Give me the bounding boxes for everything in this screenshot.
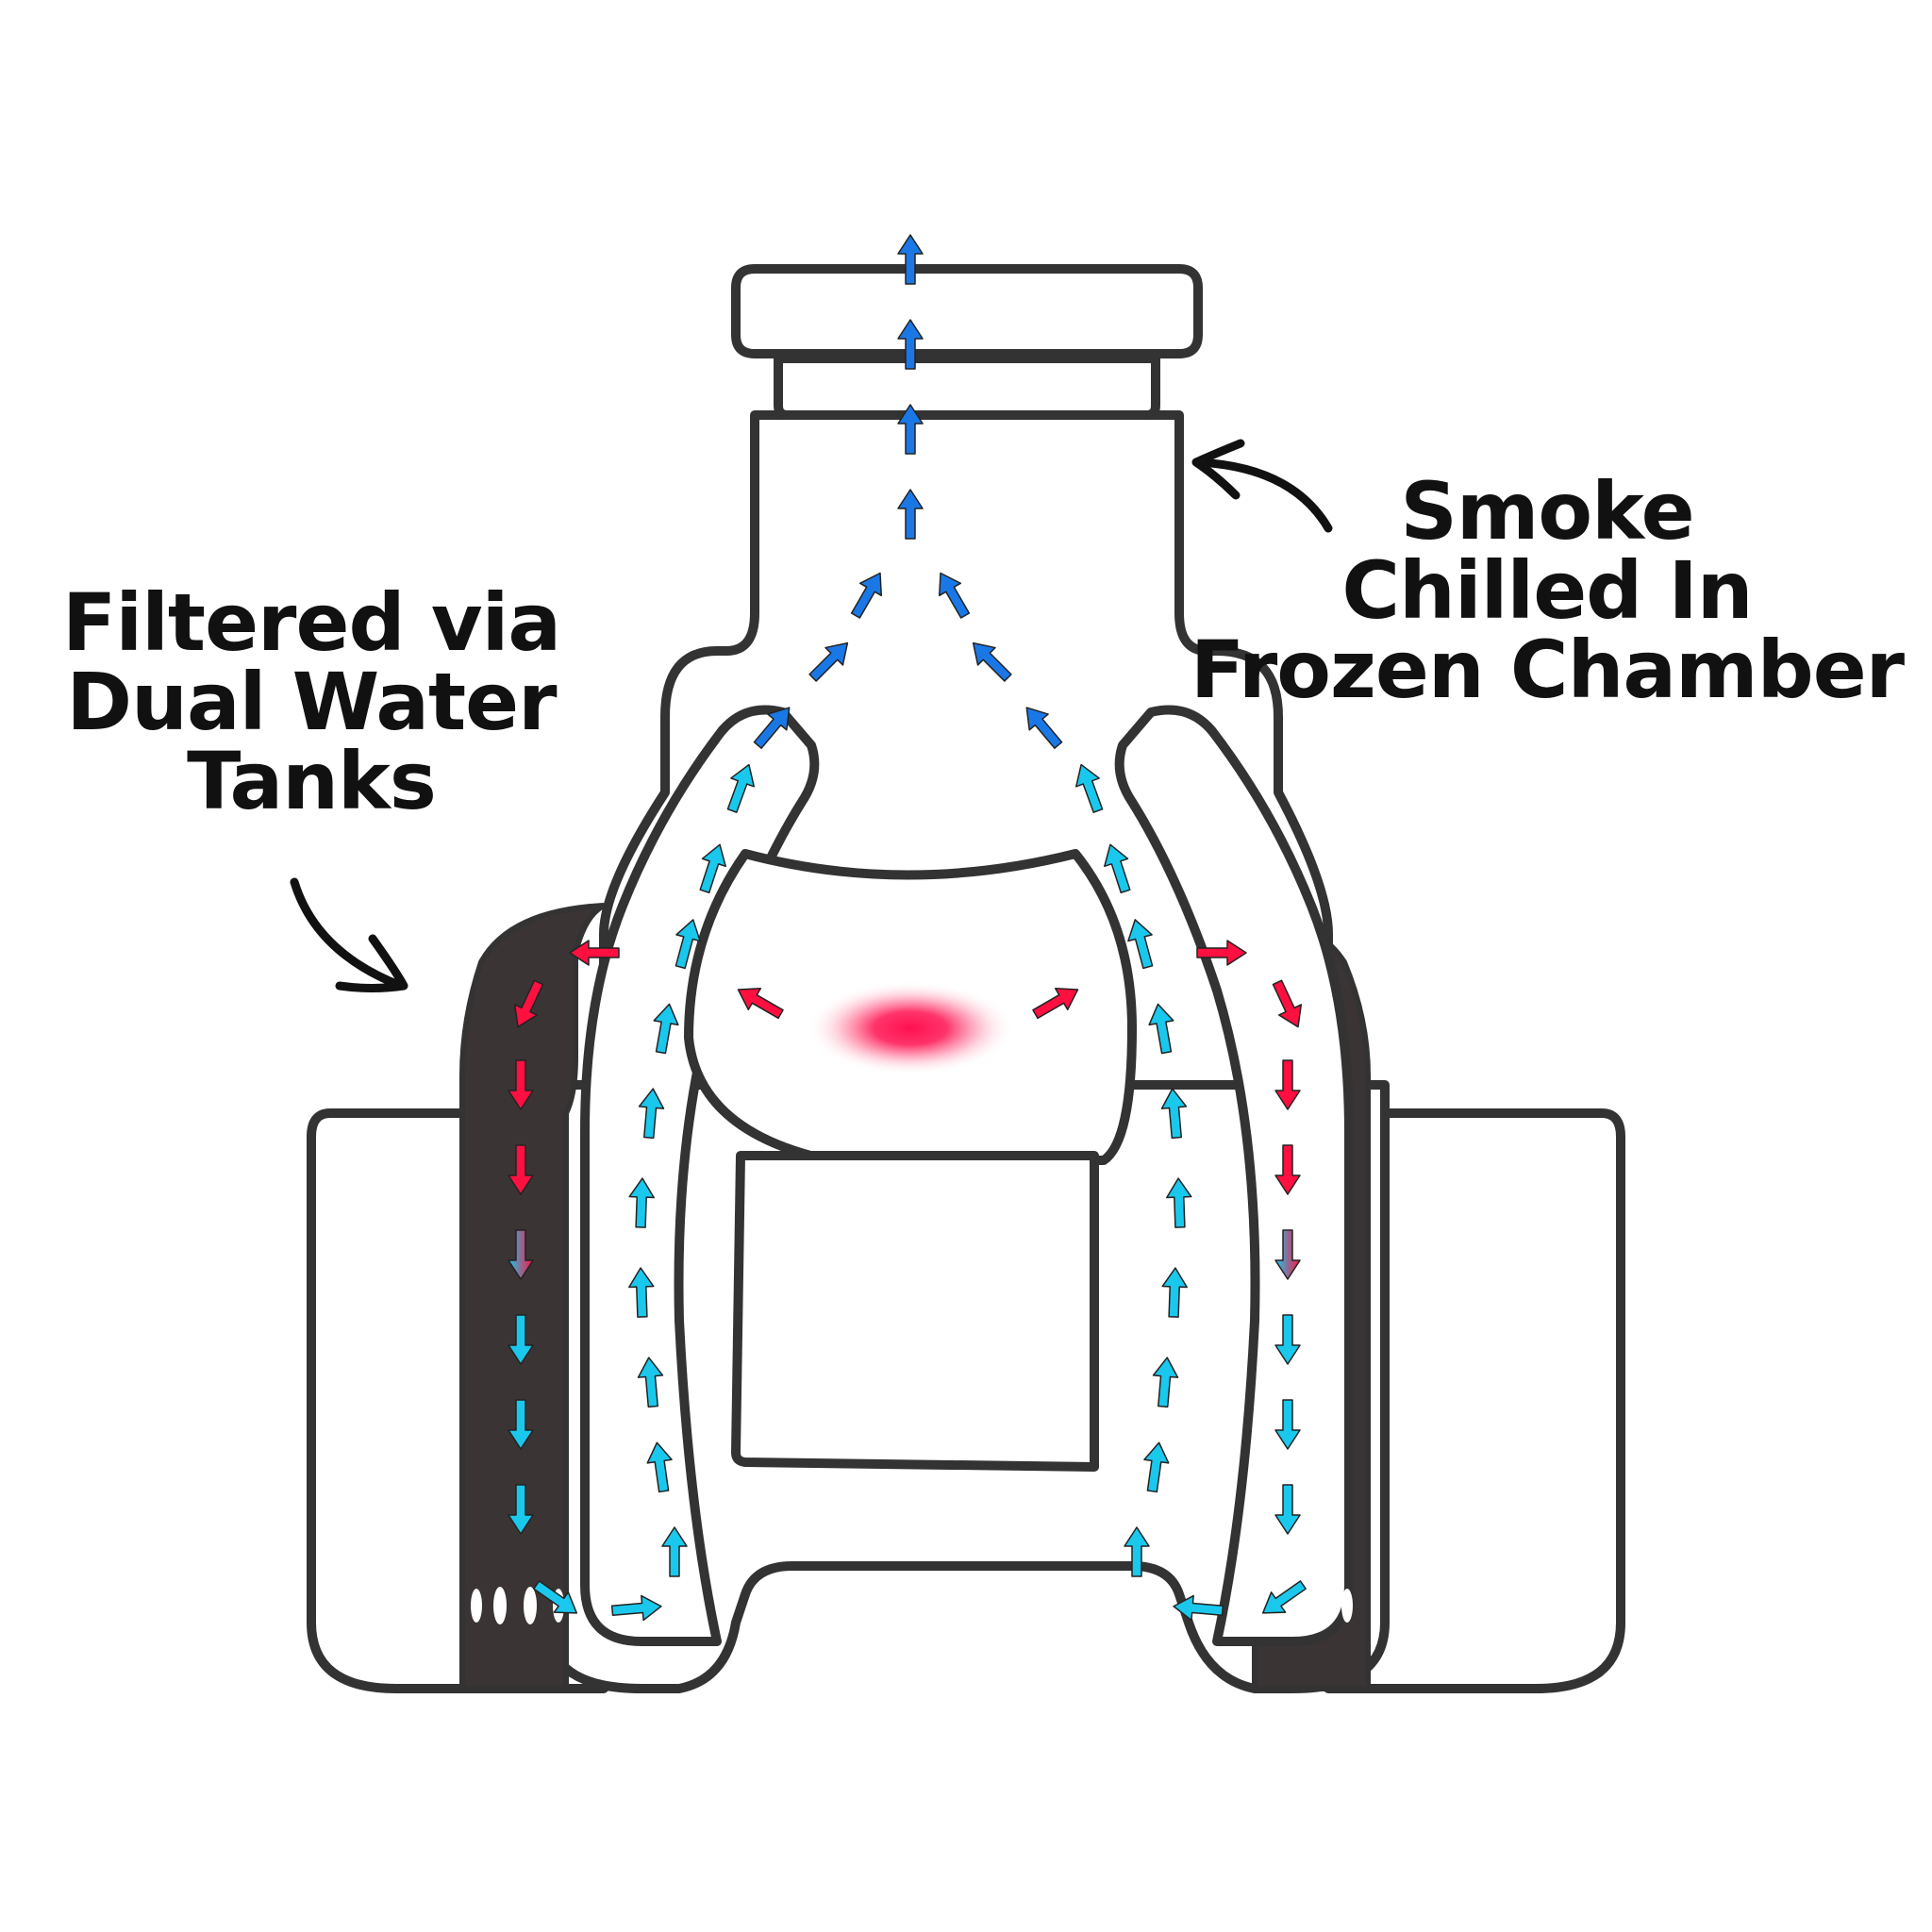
label-left-line2: Dual Water [66,656,557,748]
callout-arrows [290,439,1333,992]
label-right-line2: Chilled In [1341,544,1753,637]
label-frozen-chamber: Smoke Chilled In Frozen Chamber [1179,472,1915,709]
mouthpiece-lower [774,354,1160,420]
label-left-line3: Tanks [187,735,437,827]
label-right-line3: Frozen Chamber [1190,624,1905,716]
mouthpiece-cap [731,264,1203,358]
right-outer-tank [1324,1108,1625,1693]
label-right-line1: Smoke [1400,465,1694,558]
left-curved-arrow-icon [290,877,408,992]
heat-glow [807,981,1014,1075]
lower-chamber [731,1151,1099,1472]
right-curved-arrow-icon [1191,439,1333,533]
label-left-line1: Filtered via [61,576,561,669]
label-water-filtration: Filtered via Dual Water Tanks [47,583,575,821]
bubble-holes [471,1587,1353,1624]
